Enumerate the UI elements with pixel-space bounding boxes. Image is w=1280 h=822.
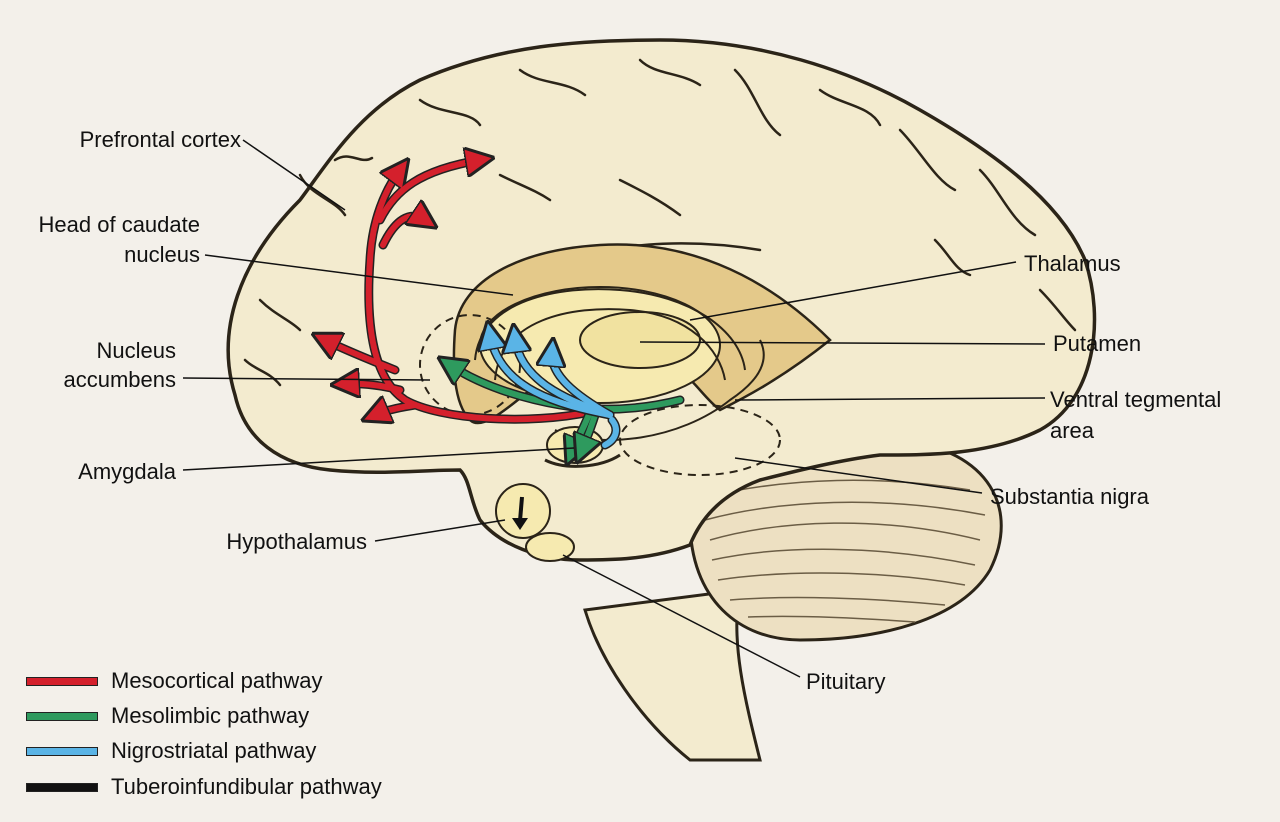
- label-thalamus: Thalamus: [1024, 251, 1121, 276]
- substantia-nigra-outline: [619, 404, 781, 476]
- legend-label-mesolimbic: Mesolimbic pathway: [111, 703, 310, 728]
- label-ventral-tegmental-line2: area: [1050, 418, 1095, 443]
- tuberoinfundibular-arrowhead: [512, 518, 528, 530]
- mesocortical-pathway: [325, 160, 595, 419]
- thalamus-shape: [579, 311, 701, 369]
- label-amygdala: Amygdala: [78, 459, 176, 484]
- sulci: [243, 58, 1077, 387]
- label-nucleus-accumbens-line2: accumbens: [63, 367, 176, 392]
- label-head-of-caudate-line2: nucleus: [124, 242, 200, 267]
- label-head-of-caudate-line1: Head of caudate: [38, 212, 200, 237]
- legend-swatch-mesocortical: [26, 677, 98, 686]
- legend-label-mesocortical: Mesocortical pathway: [111, 668, 323, 693]
- legend-item-tuberoinfundibular: Tuberoinfundibular pathway: [26, 772, 486, 802]
- leader-lines: [182, 139, 1046, 678]
- label-putamen: Putamen: [1053, 331, 1142, 356]
- nigrostriatal-pathway: [490, 335, 621, 450]
- label-nucleus-accumbens-line1: Nucleus: [96, 338, 176, 363]
- label-substantia-nigra: Substantia nigra: [990, 484, 1149, 509]
- label-ventral-tegmental-line1: Ventral tegmental: [1050, 387, 1222, 412]
- legend-label-nigrostriatal: Nigrostriatal pathway: [111, 738, 317, 763]
- legend-swatch-nigrostriatal: [26, 747, 98, 756]
- legend-label-tuberoinfundibular: Tuberoinfundibular pathway: [111, 774, 382, 799]
- legend-item-mesolimbic: Mesolimbic pathway: [26, 701, 486, 731]
- legend-item-nigrostriatal: Nigrostriatal pathway: [26, 736, 486, 766]
- cerebellum-folia: [704, 479, 986, 623]
- pituitary-shape: [525, 532, 575, 562]
- brainstem: [583, 588, 762, 762]
- hypothalamus-shape: [495, 483, 551, 539]
- label-prefrontal-cortex: Prefrontal cortex: [79, 127, 241, 152]
- label-hypothalamus: Hypothalamus: [226, 529, 367, 554]
- legend-swatch-mesolimbic: [26, 712, 98, 721]
- label-pituitary: Pituitary: [806, 669, 886, 694]
- legend-swatch-tuberoinfundibular: [26, 783, 98, 792]
- tuberoinfundibular-arrow: [518, 496, 524, 522]
- legend-item-mesocortical: Mesocortical pathway: [26, 666, 486, 696]
